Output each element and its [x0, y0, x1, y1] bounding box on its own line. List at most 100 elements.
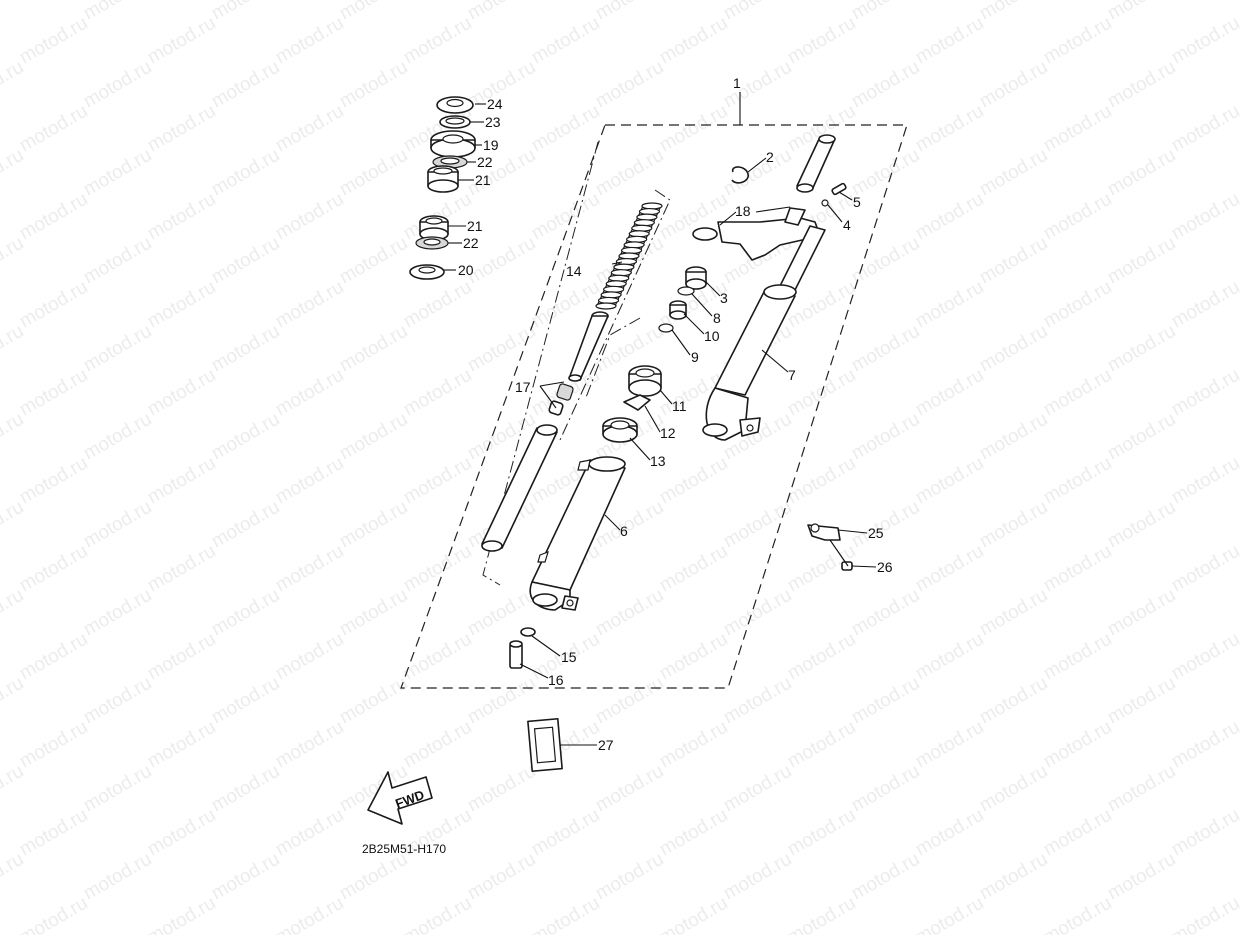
callout-24: 24 — [487, 96, 503, 112]
watermark-text: motod.ru — [848, 761, 923, 817]
watermark-text: motod.ru — [144, 101, 219, 157]
watermark-text: motod.ru — [400, 13, 475, 69]
watermark-text: motod.ru — [912, 365, 987, 421]
watermark-text: motod.ru — [80, 497, 155, 553]
callouts: 1 2 3 4 5 6 7 8 9 10 11 12 13 14 15 16 1… — [458, 75, 893, 753]
watermark-text: motod.ru — [0, 409, 27, 465]
watermark-text: motod.ru — [784, 13, 859, 69]
watermark-text: motod.ru — [0, 321, 27, 377]
ball-race-cover-19 — [430, 130, 476, 158]
callout-15: 15 — [561, 649, 577, 665]
watermark-text: motod.ru — [16, 453, 91, 509]
callout-17: 17 — [515, 379, 531, 395]
watermark-text: motod.ru — [16, 805, 91, 861]
leader-lines — [444, 92, 877, 746]
watermark-text: motod.ru — [0, 497, 27, 553]
watermark-text: motod.ru — [976, 761, 1051, 817]
watermark-text: motod.ru — [208, 497, 283, 553]
watermark-text: motod.ru — [784, 805, 859, 861]
handlebar-tube — [796, 134, 836, 193]
watermark-text: motod.ru — [400, 629, 475, 685]
watermark-text: motod.ru — [720, 145, 795, 201]
watermark-text: motod.ru — [784, 893, 859, 935]
ball-race-21-upper — [427, 165, 459, 193]
callout-11: 11 — [672, 398, 687, 414]
watermark-text: motod.ru — [976, 849, 1051, 905]
watermark-text: motod.ru — [976, 0, 1051, 24]
callout-12: 12 — [660, 425, 676, 441]
watermark-text: motod.ru — [208, 585, 283, 641]
decal-27 — [527, 717, 563, 773]
watermark-text: motod.ru — [336, 57, 411, 113]
rebound-spring-17 — [556, 383, 574, 401]
watermark-text: motod.ru — [1168, 629, 1243, 685]
callout-22-lower: 22 — [463, 235, 479, 251]
circlip-8 — [677, 286, 695, 296]
damper-rod — [568, 311, 609, 382]
watermark-text: motod.ru — [912, 717, 987, 773]
watermark-text: motod.ru — [0, 233, 27, 289]
watermark-text: motod.ru — [720, 673, 795, 729]
watermark-text: motod.ru — [336, 233, 411, 289]
callout-22-upper: 22 — [477, 154, 493, 170]
watermark-text: motod.ru — [656, 101, 731, 157]
callout-13: 13 — [650, 453, 666, 469]
watermark-text: motod.ru — [1040, 101, 1115, 157]
watermark-text: motod.ru — [976, 145, 1051, 201]
watermark-text: motod.ru — [336, 145, 411, 201]
watermark-text: motod.ru — [80, 849, 155, 905]
lock-washer-23 — [439, 115, 471, 129]
watermark-text: motod.ru — [16, 541, 91, 597]
watermark-text: motod.ru — [1104, 673, 1179, 729]
watermark-text: motod.ru — [592, 849, 667, 905]
watermark-text: motod.ru — [16, 13, 91, 69]
diagram-code: 2B25M51-H170 — [362, 842, 446, 856]
watermark-text: motod.ru — [272, 541, 347, 597]
watermark-text: motod.ru — [912, 13, 987, 69]
watermark-text: motod.ru — [400, 893, 475, 935]
watermark-text: motod.ru — [272, 453, 347, 509]
callout-3: 3 — [720, 290, 728, 306]
watermark-text: motod.ru — [1168, 717, 1243, 773]
callout-14: 14 — [566, 263, 582, 279]
watermark-text: motod.ru — [272, 629, 347, 685]
callout-7: 7 — [788, 367, 796, 383]
watermark-text: motod.ru — [528, 805, 603, 861]
watermark-text: motod.ru — [592, 673, 667, 729]
ball-race-21-lower — [419, 215, 449, 241]
watermark-text: motod.ru — [592, 585, 667, 641]
watermark-text: motod.ru — [528, 101, 603, 157]
watermark-text: motod.ru — [0, 673, 27, 729]
callout-20: 20 — [458, 262, 474, 278]
bolt-5 — [831, 182, 847, 196]
watermark-text: motod.ru — [400, 277, 475, 333]
watermark-text: motod.ru — [656, 541, 731, 597]
watermark-text: motod.ru — [80, 57, 155, 113]
watermark-text: motod.ru — [976, 673, 1051, 729]
inner-tube-left — [481, 424, 558, 552]
watermark-text: motod.ru — [656, 13, 731, 69]
watermark-text: motod.ru — [464, 0, 539, 24]
watermark-text: motod.ru — [336, 409, 411, 465]
watermark-text: motod.ru — [80, 233, 155, 289]
watermark-text: motod.ru — [656, 453, 731, 509]
watermark-text: motod.ru — [592, 761, 667, 817]
watermark-text: motod.ru — [1104, 585, 1179, 641]
watermark-text: motod.ru — [1104, 761, 1179, 817]
watermark-text: motod.ru — [80, 585, 155, 641]
watermark-text: motod.ru — [848, 673, 923, 729]
watermark-text: motod.ru — [784, 453, 859, 509]
watermark-text: motod.ru — [720, 849, 795, 905]
watermark-text: motod.ru — [336, 497, 411, 553]
steering-head-parts — [409, 96, 476, 280]
watermark-text: motod.ru — [80, 321, 155, 377]
callout-21-upper: 21 — [475, 172, 491, 188]
watermark-text: motod.ru — [1168, 189, 1243, 245]
watermark-text: motod.ru — [144, 541, 219, 597]
watermark-text: motod.ru — [656, 805, 731, 861]
seal-clip-12 — [623, 394, 651, 411]
callout-25: 25 — [868, 525, 884, 541]
watermark-text: motod.ru — [1104, 497, 1179, 553]
watermark-text: motod.ru — [1168, 893, 1243, 935]
callout-2: 2 — [766, 149, 774, 165]
